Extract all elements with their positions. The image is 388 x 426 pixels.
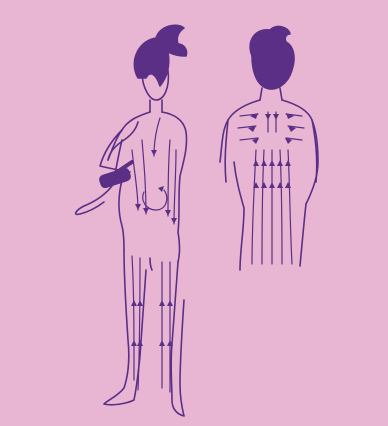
- front-brushing-arm: [100, 122, 138, 172]
- front-flow-lines: [132, 118, 176, 392]
- back-figure: [220, 27, 318, 270]
- back-hair-icon: [250, 27, 294, 90]
- back-flow-lines: [252, 150, 292, 264]
- front-right-leg: [171, 262, 184, 416]
- front-figure: [76, 25, 187, 416]
